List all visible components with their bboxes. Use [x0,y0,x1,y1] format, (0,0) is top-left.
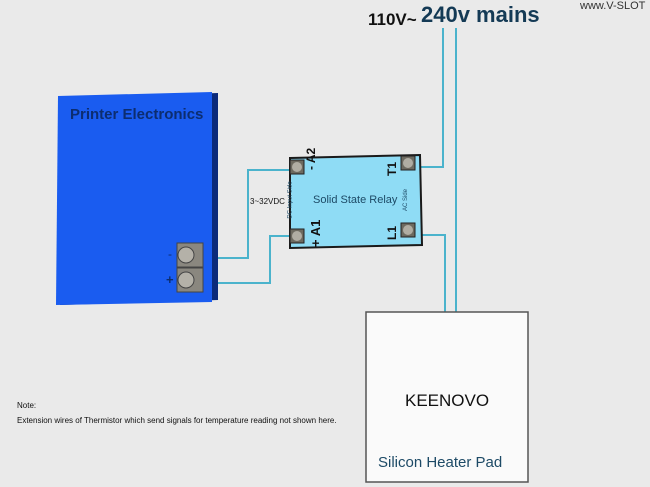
note-text: Extension wires of Thermistor which send… [17,416,337,425]
minus-label: - [168,247,172,261]
plus-label: + [166,272,174,287]
heater-pad [365,311,529,483]
relay-dc-side: DC Input Side [287,181,294,219]
relay-t1-label: T1 [385,161,399,176]
a1-sign: + [308,239,323,247]
a2-text: A2 [304,147,318,164]
relay-terminal-l1 [400,222,416,238]
mains-label-small: 110V~ [368,10,417,29]
relay-l1-label: L1 [385,225,399,240]
printer-title: Printer Electronics [70,106,204,123]
heater-brand: KEENOVO [405,391,490,410]
relay-terminal-t1 [400,155,416,171]
relay-title: Solid State Relay [313,194,398,206]
printer-electronics-board [56,92,212,305]
relay-terminal-a1 [289,228,305,244]
voltage-label: 3~32VDC [250,197,285,206]
terminal-minus [176,242,204,268]
mains-label-large: 240v mains [421,2,540,27]
wire-l1-to-heater [420,234,446,313]
wire-minus-to-a2 [210,169,292,259]
a2-sign: - [304,166,318,170]
solid-state-relay-body [289,153,424,250]
relay-a1-label: + A1 [308,220,323,247]
relay-terminal-a2 [289,159,305,175]
a1-text: A1 [308,219,323,237]
wire-plus-to-a1 [210,235,292,284]
terminal-plus [176,267,204,293]
watermark: www.V-SLOT [580,0,646,12]
wire-mains-to-t1 [420,28,444,168]
note-heading: Note: [17,401,37,410]
relay-ac-side: AC Side [403,188,410,212]
heater-title: Silicon Heater Pad [378,454,503,471]
relay-a2-label: - A2 [304,148,318,170]
